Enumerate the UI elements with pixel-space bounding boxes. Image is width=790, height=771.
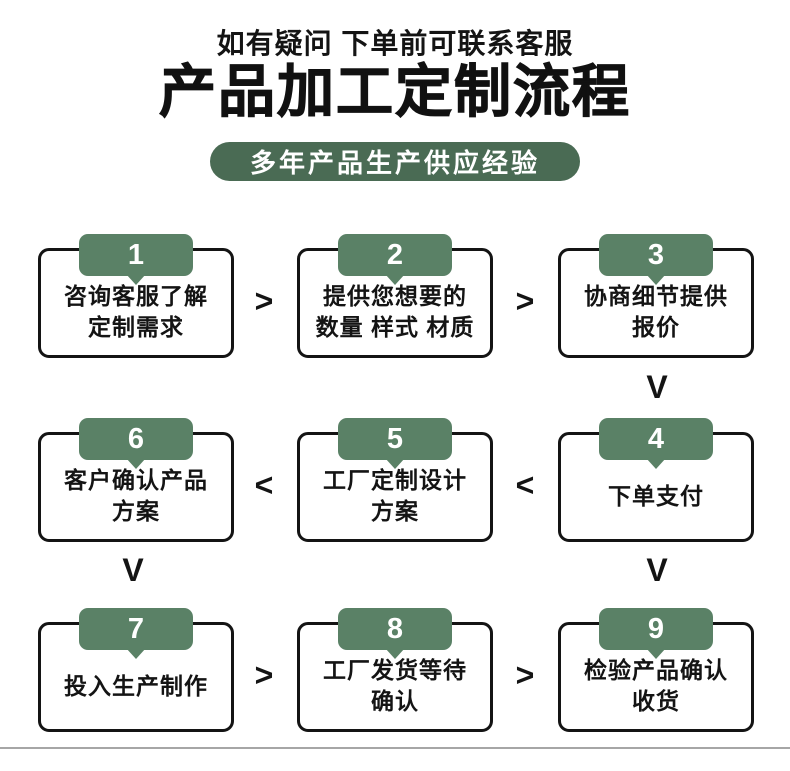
step-2-number-tab: 2: [338, 234, 452, 276]
step-6-text: 客户确认产品: [64, 467, 208, 493]
step-4-number-tab: 4: [599, 418, 713, 460]
step-1-number-tab: 1: [79, 234, 193, 276]
step-9-text: 收货: [632, 688, 680, 714]
step-3-number-tab: 3: [599, 234, 713, 276]
step-8-number: 8: [386, 612, 404, 645]
step-9-text: 检验产品确认: [584, 657, 728, 683]
step-card-1: 1 咨询客服了解 定制需求: [38, 234, 234, 386]
step-6-text: 方案: [112, 498, 160, 524]
arrow-right-icon: >: [254, 283, 274, 319]
step-6-number: 6: [127, 422, 145, 455]
step-card-2: 2 提供您想要的 数量 样式 材质: [297, 234, 493, 386]
step-card-9: 9 检验产品确认 收货: [558, 608, 754, 760]
arrow-right-icon: >: [515, 283, 535, 319]
arrow-right-icon: >: [515, 657, 535, 693]
step-3-text: 协商细节提供: [584, 283, 728, 309]
arrow-left-icon: <: [254, 467, 274, 503]
step-5-number: 5: [386, 422, 404, 455]
step-2-number: 2: [386, 238, 404, 271]
step-3-text: 报价: [632, 314, 680, 340]
bottom-divider: [0, 747, 790, 749]
step-card-5: 5 工厂定制设计 方案: [297, 418, 493, 570]
step-card-8: 8 工厂发货等待 确认: [297, 608, 493, 760]
step-9-number-tab: 9: [599, 608, 713, 650]
step-5-box: 工厂定制设计 方案: [297, 432, 493, 542]
page-title: 产品加工定制流程: [159, 60, 631, 125]
step-6-number-tab: 6: [79, 418, 193, 460]
arrow-down-icon: V: [646, 552, 668, 588]
step-5-text: 工厂定制设计: [323, 467, 467, 493]
arrow-right-icon: >: [254, 657, 274, 693]
step-card-7: 7 投入生产制作: [38, 608, 234, 760]
step-8-box: 工厂发货等待 确认: [297, 622, 493, 732]
arrow-down-icon: V: [122, 552, 144, 588]
step-4-text: 下单支付: [608, 482, 704, 509]
step-8-text: 工厂发货等待: [323, 657, 467, 683]
step-3-number: 3: [647, 238, 665, 271]
step-9-number: 9: [647, 612, 665, 645]
step-card-4: 4 下单支付: [558, 418, 754, 570]
step-4-number: 4: [647, 422, 665, 455]
step-5-number-tab: 5: [338, 418, 452, 460]
step-2-text: 提供您想要的: [323, 283, 467, 309]
experience-banner-label: 多年产品生产供应经验: [249, 148, 540, 178]
step-1-number: 1: [127, 238, 145, 271]
step-1-text: 定制需求: [88, 314, 184, 340]
step-5-text: 方案: [371, 498, 419, 524]
step-1-text: 咨询客服了解: [64, 283, 208, 309]
step-8-text: 确认: [371, 688, 419, 714]
step-8-number-tab: 8: [338, 608, 452, 650]
step-7-text: 投入生产制作: [64, 672, 208, 699]
experience-banner: 多年产品生产供应经验: [210, 142, 580, 181]
arrow-down-icon: V: [646, 369, 668, 405]
header-note: 如有疑问 下单前可联系客服: [216, 28, 574, 59]
step-7-number: 7: [127, 612, 145, 645]
arrow-left-icon: <: [515, 467, 535, 503]
step-card-6: 6 客户确认产品 方案: [38, 418, 234, 570]
step-7-number-tab: 7: [79, 608, 193, 650]
step-2-text: 数量 样式 材质: [315, 314, 475, 340]
step-card-3: 3 协商细节提供 报价: [558, 234, 754, 386]
